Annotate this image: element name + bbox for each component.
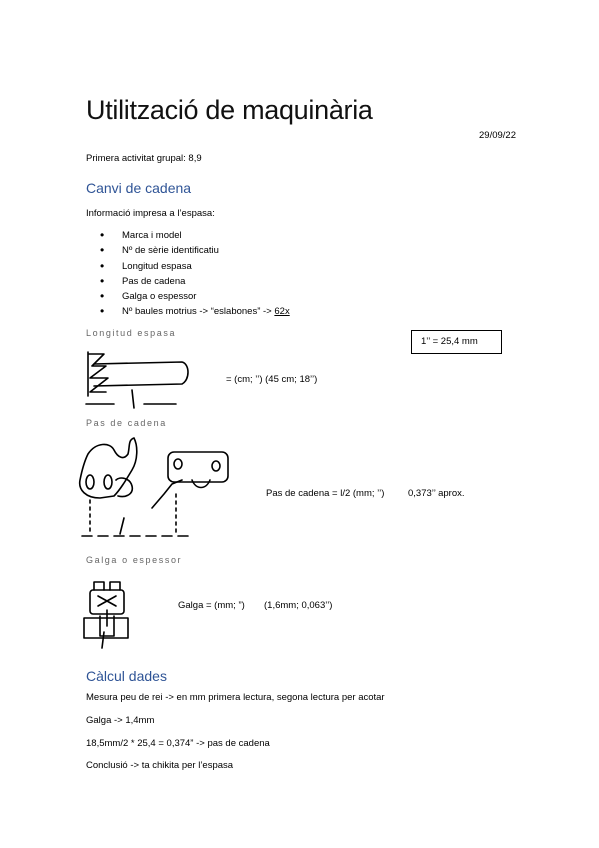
- page-title: Utilització de maquinària: [86, 95, 373, 125]
- heading-pas: Pas de cadena: [86, 418, 167, 428]
- list-item: Nº de sèrie identificatiu: [100, 243, 290, 259]
- heading-longitud: Longitud espasa: [86, 328, 177, 338]
- list-item: Pas de cadena: [100, 274, 290, 290]
- chain-links-sketch-icon: [78, 437, 229, 537]
- list-item: Galga o espessor: [100, 289, 290, 305]
- calc-line: Galga -> 1,4mm: [86, 715, 155, 726]
- longitud-formula: = (cm; ’’) (45 cm; 18’’): [226, 374, 318, 385]
- galga-value: (1,6mm; 0,063’’): [264, 600, 333, 611]
- activity-line: Primera activitat grupal: 8,9: [86, 153, 202, 164]
- list-item: Longitud espasa: [100, 259, 290, 275]
- section-heading-calcul: Càlcul dades: [86, 668, 167, 684]
- calc-line: 18,5mm/2 * 25,4 = 0,374” -> pas de caden…: [86, 738, 270, 749]
- list-item: Marca i model: [100, 228, 290, 244]
- section-heading-canvi: Canvi de cadena: [86, 180, 192, 196]
- calc-line: Conclusió -> ta chikita per l’espasa: [86, 760, 234, 771]
- list-item-text: Nº baules motrius -> “eslabones” ->: [122, 306, 275, 318]
- drive-links-count: 62x: [274, 306, 290, 318]
- pas-approx: 0,373’’ aprox.: [408, 488, 465, 499]
- calc-line: Mesura peu de rei -> en mm primera lectu…: [86, 692, 385, 703]
- gauge-link-sketch-icon: [83, 581, 129, 649]
- info-list: Marca i model Nº de sèrie identificatiu …: [100, 228, 290, 320]
- conversion-box: 1’’ = 25,4 mm: [411, 330, 502, 354]
- galga-formula: Galga = (mm; ”): [178, 600, 245, 611]
- date: 29/09/22: [479, 130, 516, 141]
- intro-text: Informació impresa a l’espasa:: [86, 208, 215, 219]
- chainsaw-bar-sketch-icon: [85, 351, 189, 409]
- pas-formula: Pas de cadena = l/2 (mm; ’’): [266, 488, 385, 499]
- list-item: Nº baules motrius -> “eslabones” -> 62x: [100, 304, 290, 320]
- heading-galga: Galga o espessor: [86, 555, 183, 565]
